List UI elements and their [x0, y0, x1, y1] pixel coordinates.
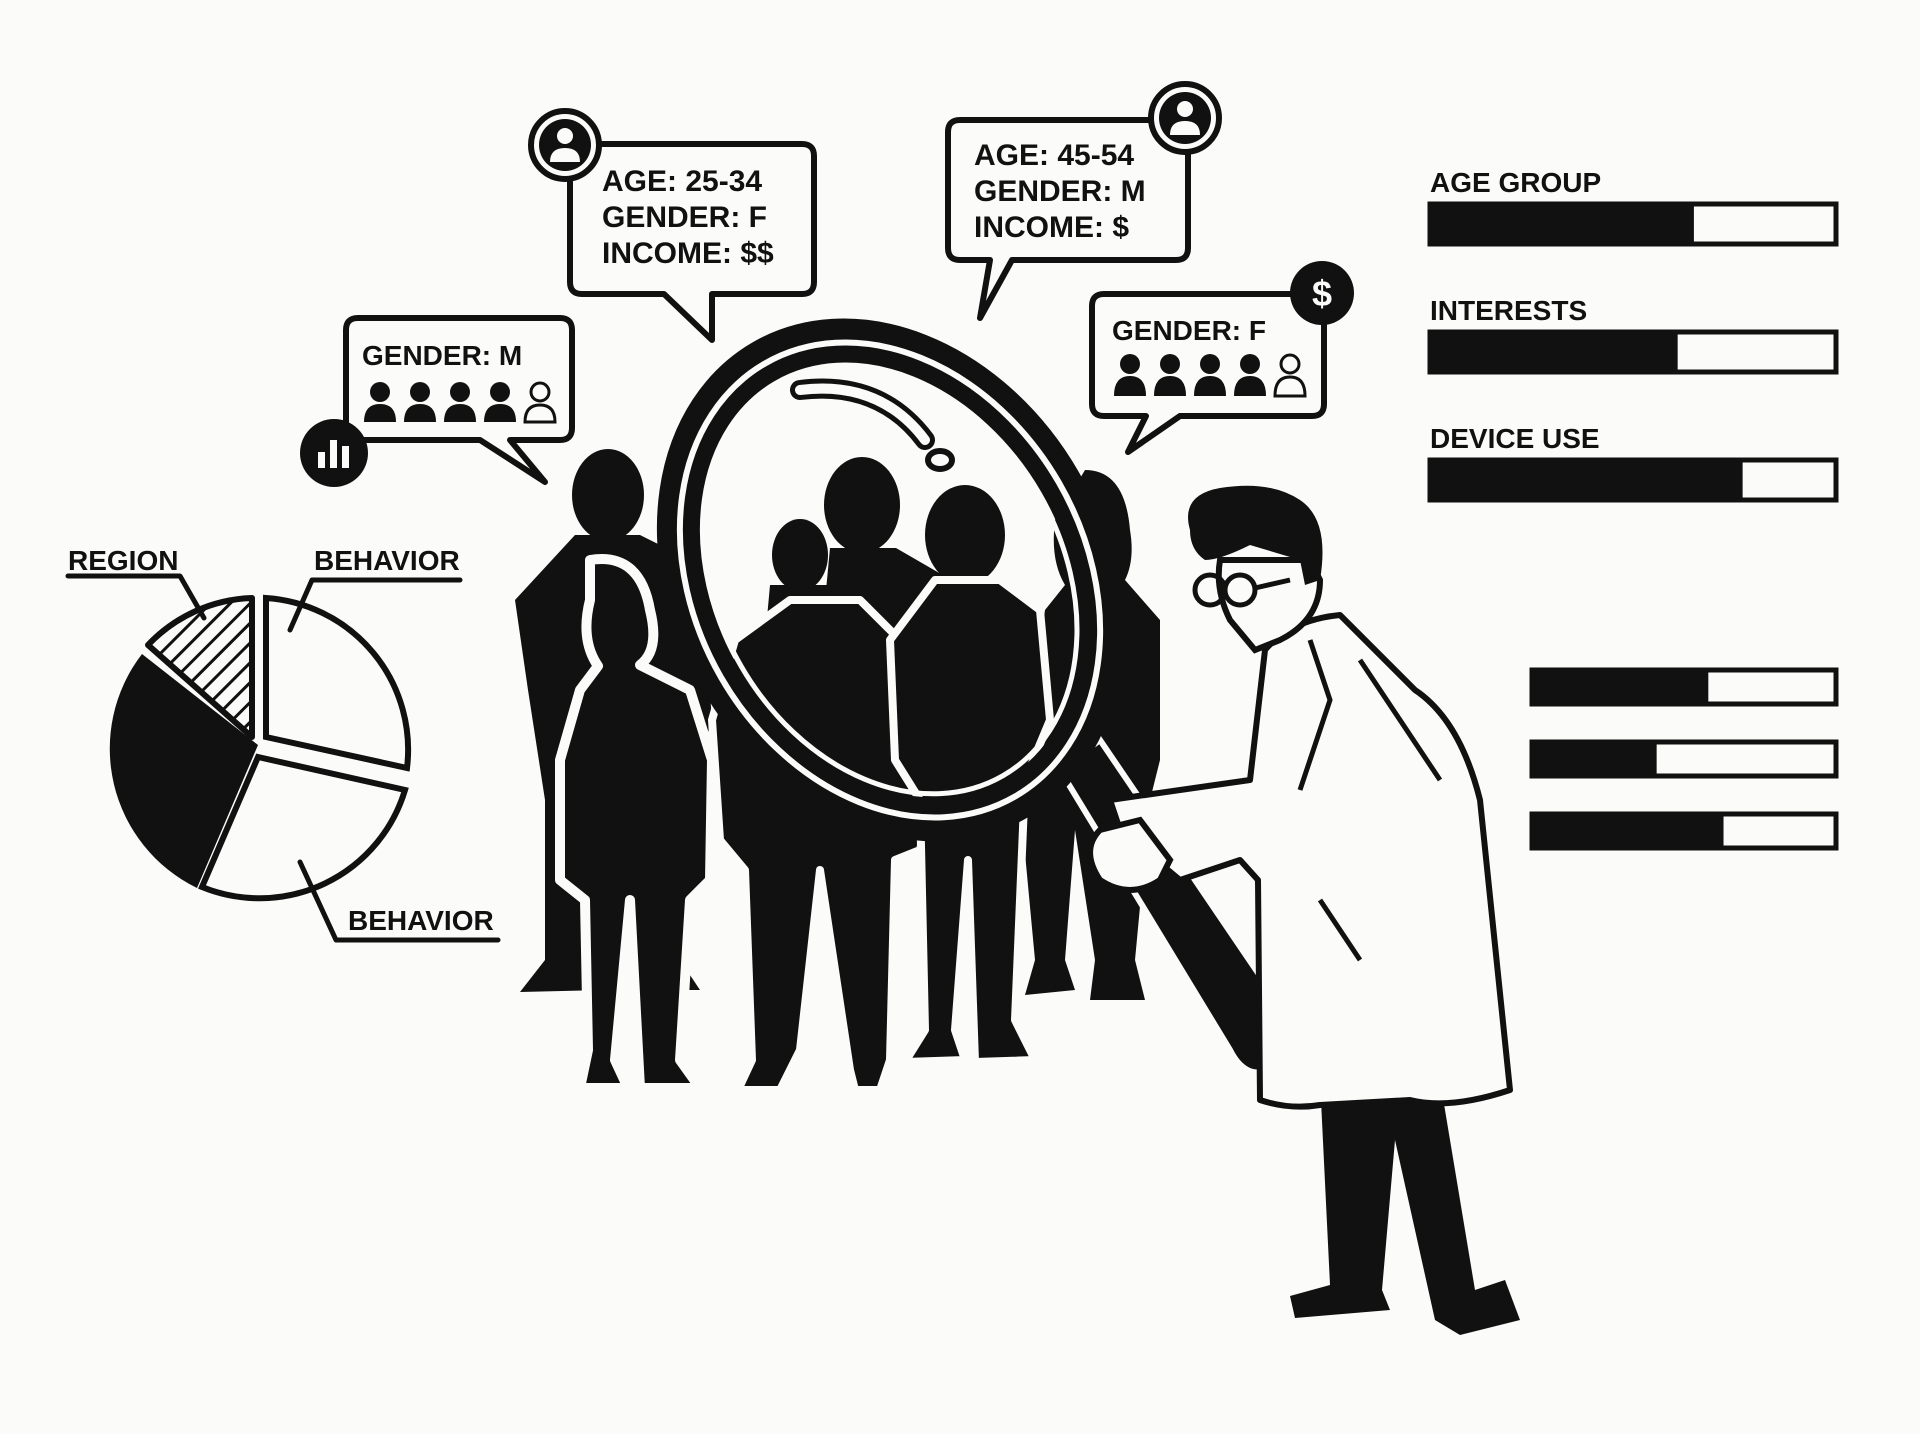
- bubble-center-left: AGE: 25-34 GENDER: F INCOME: $$: [528, 108, 817, 343]
- bar-chart-icon: [300, 419, 368, 487]
- pie-slice-behavior-bottom: [198, 753, 409, 902]
- pie-label-behavior-top: BEHAVIOR: [314, 545, 460, 576]
- pie-chart: REGION BEHAVIOR BEHAVIOR: [65, 545, 501, 943]
- pie-slice-behavior-top: [263, 594, 412, 772]
- bar-label: DEVICE USE: [1430, 423, 1600, 454]
- magnifying-glass-icon: [656, 318, 1296, 1076]
- bar-fill: [1430, 460, 1743, 500]
- pie-pointer-region: [65, 573, 207, 621]
- person-icon: [364, 382, 396, 422]
- person-outline-icon: [1273, 353, 1307, 398]
- bubble-center-left-gender: GENDER: F: [602, 201, 767, 234]
- person-icon: [404, 382, 436, 422]
- person-icon: [484, 382, 516, 422]
- bar-label: INTERESTS: [1430, 295, 1587, 326]
- person-icon: [444, 382, 476, 422]
- bubble-right: GENDER: F $: [1089, 261, 1354, 455]
- person-outline-icon: [523, 381, 557, 424]
- researcher-hair: [1188, 485, 1323, 585]
- small-bar-fill: [1532, 742, 1657, 776]
- person-icon: [1154, 354, 1186, 396]
- bubble-center-right: AGE: 45-54 GENDER: M INCOME: $: [945, 81, 1222, 321]
- person-icon: [1194, 354, 1226, 396]
- bubble-center-right-income: INCOME: $: [974, 211, 1129, 244]
- pie-label-behavior-bottom: BEHAVIOR: [348, 905, 494, 936]
- person-silhouette-woman: [555, 554, 717, 1093]
- bubble-center-right-gender: GENDER: M: [974, 175, 1146, 208]
- dollar-icon: $: [1290, 261, 1354, 325]
- pie-pointer-behavior-top: [287, 577, 463, 633]
- bar-label: AGE GROUP: [1430, 167, 1601, 198]
- labeled-bars: AGE GROUP INTERESTS DEVICE USE: [1427, 167, 1839, 503]
- person-icon: [1234, 354, 1266, 396]
- pie-label-region: REGION: [68, 545, 178, 576]
- pie-slice-black: [109, 654, 258, 888]
- bubble-right-gender: GENDER: F: [1112, 315, 1266, 346]
- bubble-center-left-age: AGE: 25-34: [602, 165, 762, 198]
- pie-slice-hatched: [145, 595, 255, 740]
- researcher-figure: [1087, 485, 1520, 1335]
- small-bars: [1529, 667, 1839, 851]
- person-icon: [528, 108, 602, 182]
- bar-fill: [1430, 204, 1694, 244]
- researcher-head: [1215, 557, 1324, 654]
- bar-fill: [1430, 332, 1678, 372]
- svg-text:$: $: [1312, 273, 1332, 314]
- bubble-right-people: [1114, 353, 1307, 398]
- person-icon: [1148, 81, 1222, 155]
- bubble-left: GENDER: M: [300, 315, 575, 487]
- bubble-left-gender: GENDER: M: [362, 340, 522, 371]
- small-bar-fill: [1532, 670, 1709, 704]
- person-icon: [1114, 354, 1146, 396]
- bubble-center-left-income: INCOME: $$: [602, 237, 774, 270]
- bubble-left-people: [364, 381, 557, 424]
- small-bar-fill: [1532, 814, 1724, 848]
- glasses-icon: [1192, 572, 1291, 608]
- researcher-trousers: [1290, 1080, 1520, 1335]
- researcher-hand: [1087, 816, 1174, 893]
- bubble-center-right-age: AGE: 45-54: [974, 139, 1134, 172]
- pie-pointer-behavior-bottom: [297, 859, 501, 943]
